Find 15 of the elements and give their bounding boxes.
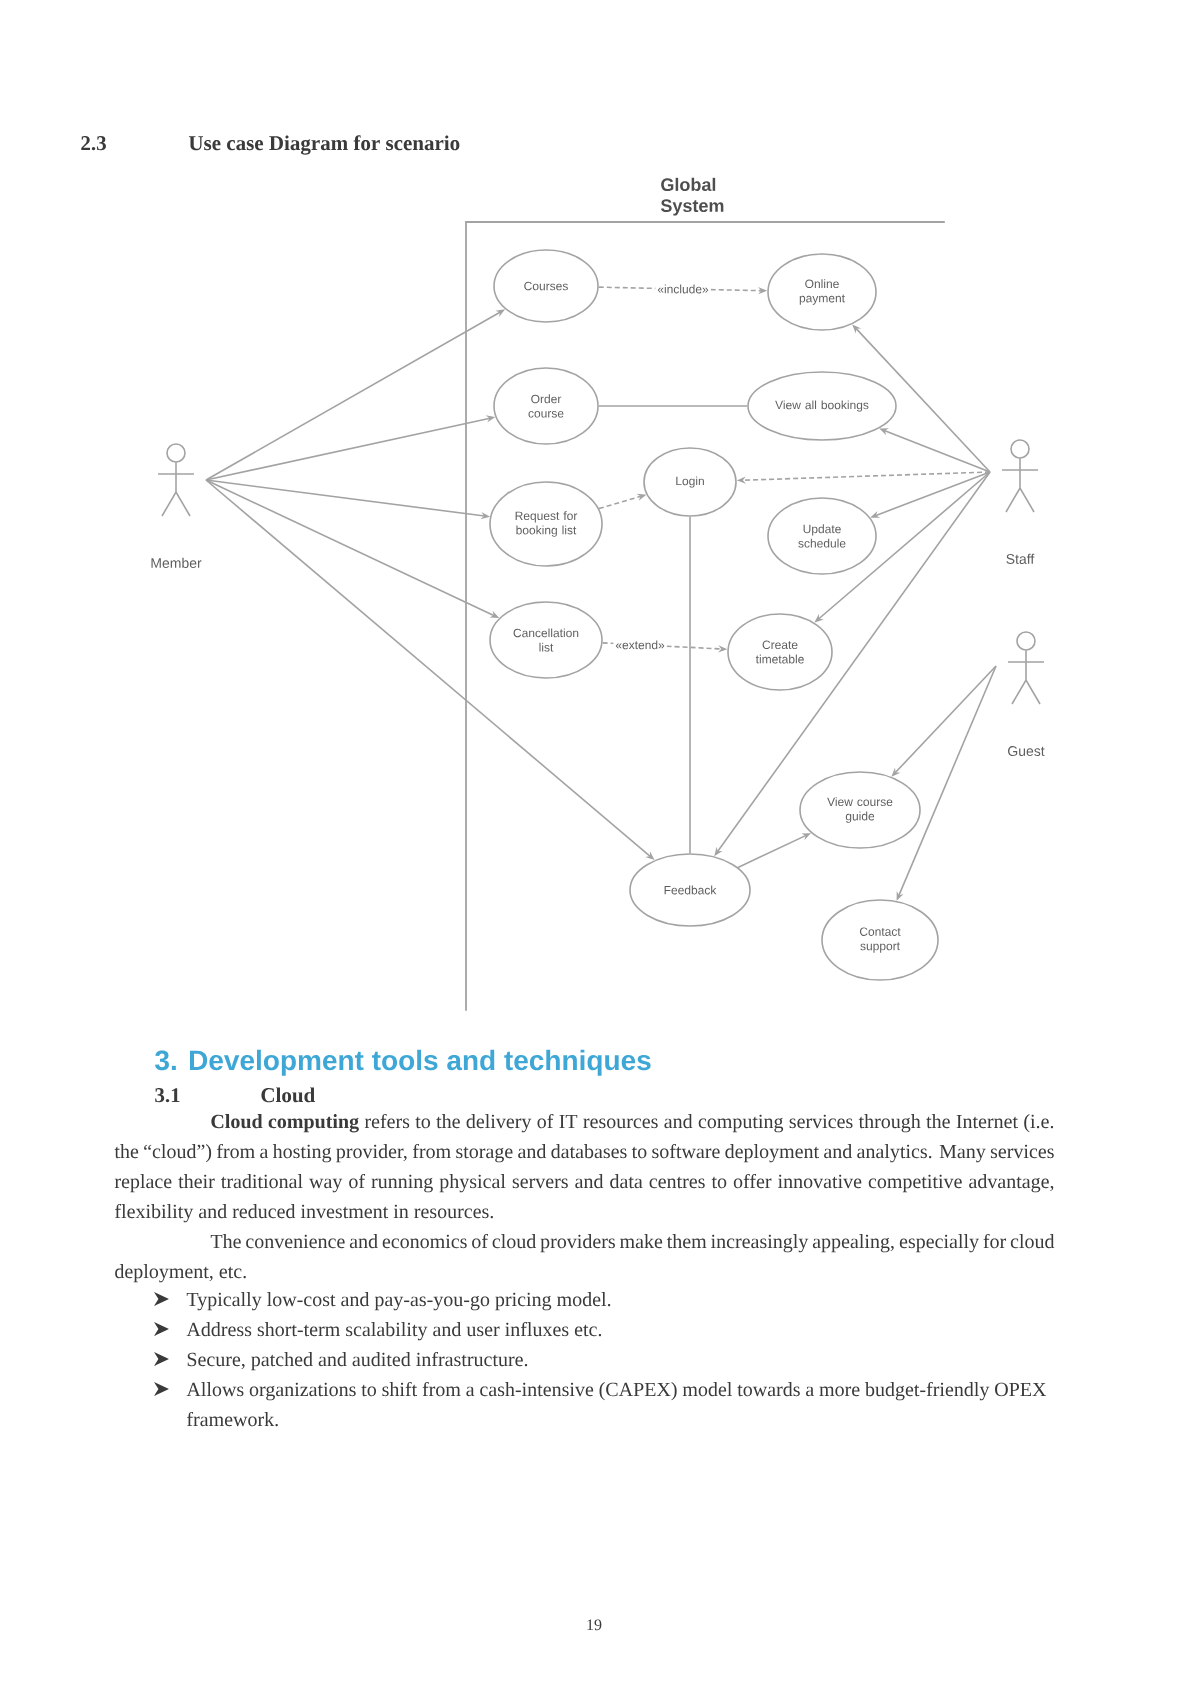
section-heading: Use case Diagram for scenario — [188, 135, 460, 155]
connector-line — [689, 516, 691, 854]
section-number: 3.1 — [155, 1088, 180, 1103]
bullet-text: Address short-term scalability and user influxes etc. — [186, 1321, 602, 1341]
section-heading: Cloud — [261, 1087, 316, 1103]
page-number: 19 — [587, 1619, 602, 1631]
section-number: 2.3 — [81, 136, 106, 151]
connector-line — [598, 405, 748, 407]
bullet-text: Secure, patched and audited infrastructure. — [187, 1351, 528, 1371]
bullet-text: Typically low-cost and pay-as-you-go pricing model. — [186, 1292, 611, 1311]
bullet-text: Allows organizations to shift from a cash-intensive (CAPEX) model towards a more budget-friendly OPEX framework. — [186, 1381, 1047, 1427]
paragraph: The convenience and economics of cloud providers make them increasingly appealing, especially for cloud deployment, etc. — [115, 1233, 1055, 1283]
paragraph: Cloud computing refers to the delivery of IT resources and computing services through the Internet (i.e. the “cloud”) from a hosting provider, from storage and databases to software deployment and analytics. Many services replace their traditional way of running physical servers and data centres to offer innovative competitive advantage, flexibility and reduced investment in resources. — [114, 1113, 1054, 1223]
boundary-title: Global System — [660, 177, 724, 216]
chapter-heading: 3. Development tools and techniques — [155, 1049, 651, 1076]
